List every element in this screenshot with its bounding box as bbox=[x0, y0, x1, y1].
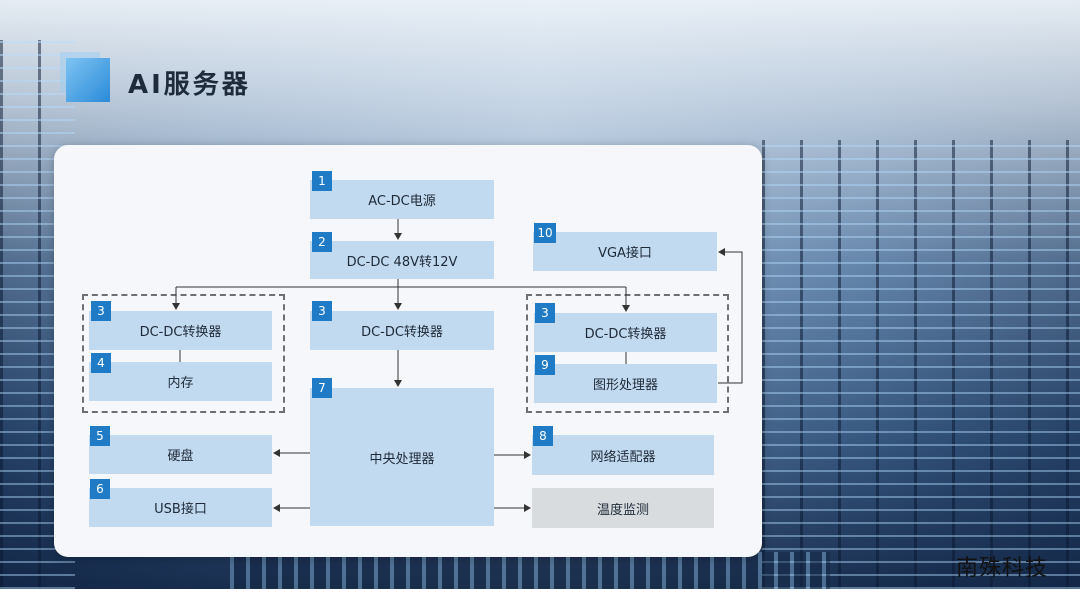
temp-monitor-block: 温度监测 bbox=[532, 488, 714, 528]
gpu-badge: 9 bbox=[535, 355, 555, 375]
dcdc-gpu-badge: 3 bbox=[535, 303, 555, 323]
usb-badge: 6 bbox=[90, 479, 110, 499]
acdc-power-badge: 1 bbox=[312, 171, 332, 191]
dcdc-memory-block: DC-DC转换器 bbox=[89, 311, 272, 350]
vga-badge: 10 bbox=[534, 223, 556, 243]
cpu-label: 中央处理器 bbox=[369, 451, 435, 467]
hdd-badge: 5 bbox=[90, 426, 110, 446]
temp-monitor-label: 温度监测 bbox=[596, 502, 649, 518]
memory-label: 内存 bbox=[167, 376, 194, 391]
floor bbox=[230, 552, 830, 589]
nic-block: 网络适配器 bbox=[532, 435, 714, 475]
dcdc-cpu-badge: 3 bbox=[312, 301, 332, 321]
nic-badge: 8 bbox=[533, 426, 553, 446]
gpu-label: 图形处理器 bbox=[592, 378, 658, 393]
dcdc-48v-block: DC-DC 48V转12V bbox=[310, 241, 494, 279]
memory-badge: 4 bbox=[91, 353, 111, 373]
hdd-label: 硬盘 bbox=[167, 449, 194, 464]
memory-group-frame bbox=[82, 294, 285, 413]
cpu-block: 中央处理器 bbox=[310, 388, 494, 526]
dcdc-memory-label: DC-DC转换器 bbox=[139, 325, 222, 340]
dcdc-cpu-block: DC-DC转换器 bbox=[310, 311, 494, 350]
dcdc-memory-badge: 3 bbox=[91, 301, 111, 321]
dcdc-gpu-block: DC-DC转换器 bbox=[534, 313, 717, 352]
server-rack-right bbox=[762, 140, 1080, 589]
hdd-block: 硬盘 bbox=[89, 435, 272, 474]
usb-label: USB接口 bbox=[154, 502, 207, 517]
cpu-badge: 7 bbox=[312, 378, 332, 398]
nic-label: 网络适配器 bbox=[590, 449, 656, 465]
brand-watermark: 南殊科技 bbox=[956, 556, 1049, 581]
page-title: AI服务器 bbox=[128, 70, 251, 100]
vga-label: VGA接口 bbox=[598, 246, 652, 261]
vga-block: VGA接口 bbox=[533, 232, 717, 271]
memory-block: 内存 bbox=[89, 362, 272, 401]
usb-block: USB接口 bbox=[89, 488, 272, 527]
dcdc-gpu-label: DC-DC转换器 bbox=[584, 327, 667, 342]
title-square-icon bbox=[66, 58, 110, 102]
acdc-power-block: AC-DC电源 bbox=[310, 180, 494, 219]
dcdc-cpu-label: DC-DC转换器 bbox=[361, 325, 443, 340]
dcdc-48v-label: DC-DC 48V转12V bbox=[346, 254, 458, 270]
gpu-block: 图形处理器 bbox=[534, 364, 717, 403]
acdc-power-label: AC-DC电源 bbox=[368, 194, 436, 209]
dcdc-48v-badge: 2 bbox=[312, 232, 332, 252]
